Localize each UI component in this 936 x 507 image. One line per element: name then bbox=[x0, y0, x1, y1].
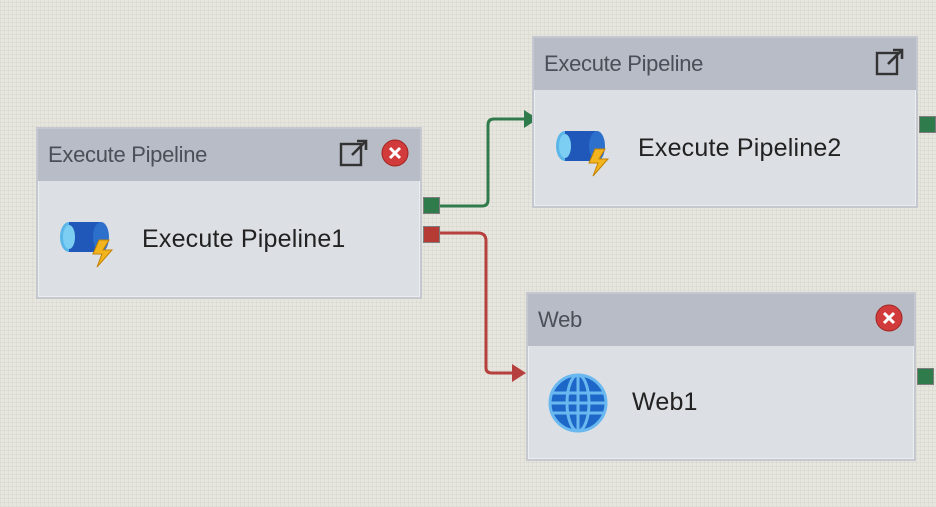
activity-name: Web1 bbox=[632, 388, 698, 416]
activity-header[interactable]: Execute Pipeline bbox=[38, 129, 420, 181]
activity-body[interactable]: Web1 bbox=[528, 346, 914, 459]
delete-icon[interactable] bbox=[380, 138, 410, 173]
failure-connector[interactable] bbox=[436, 231, 512, 375]
activity-type-label: Execute Pipeline bbox=[48, 142, 208, 167]
globe-icon bbox=[548, 373, 608, 432]
activity-type-label: Web bbox=[538, 307, 582, 332]
activity-body[interactable]: Execute Pipeline1 bbox=[38, 181, 420, 297]
activity-body[interactable]: Execute Pipeline2 bbox=[534, 90, 916, 206]
activity-type-label: Execute Pipeline bbox=[544, 51, 704, 76]
execute-pipeline1-activity[interactable]: Execute Pipeline bbox=[36, 127, 440, 299]
activity-name: Execute Pipeline2 bbox=[638, 133, 842, 162]
delete-icon[interactable] bbox=[874, 303, 904, 338]
web1-activity[interactable]: Web Web1 bbox=[526, 292, 934, 461]
success-output-port[interactable] bbox=[917, 368, 934, 385]
success-connector[interactable] bbox=[436, 117, 524, 208]
execute-pipeline2-activity[interactable]: Execute Pipeline Execute Pipelin bbox=[532, 36, 936, 208]
failure-output-port[interactable] bbox=[423, 226, 440, 243]
open-in-new-icon[interactable] bbox=[874, 46, 906, 83]
activity-header[interactable]: Execute Pipeline bbox=[534, 38, 916, 90]
failure-arrowhead bbox=[512, 364, 526, 382]
execute-pipeline-icon bbox=[60, 222, 114, 268]
success-output-port[interactable] bbox=[919, 116, 936, 133]
activity-name: Execute Pipeline1 bbox=[142, 224, 346, 253]
success-output-port[interactable] bbox=[423, 197, 440, 214]
open-in-new-icon[interactable] bbox=[338, 137, 370, 174]
execute-pipeline-icon bbox=[556, 131, 610, 177]
activity-header[interactable]: Web bbox=[528, 294, 914, 346]
